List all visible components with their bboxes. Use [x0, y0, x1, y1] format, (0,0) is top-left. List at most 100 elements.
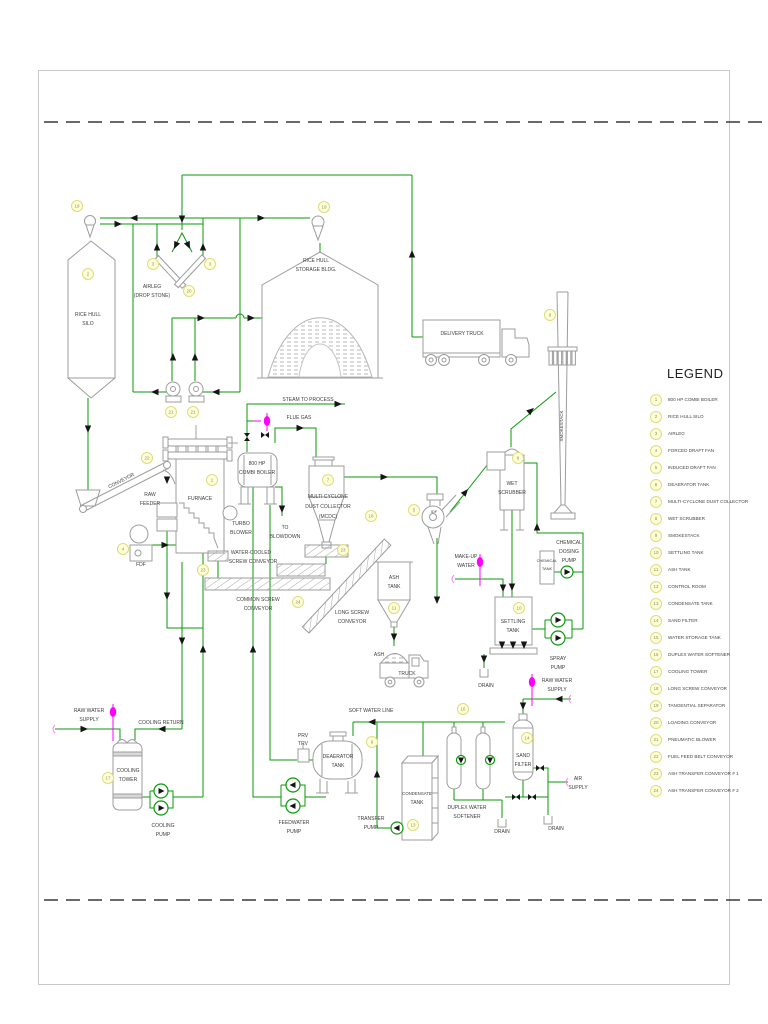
line-break-mark: [52, 724, 56, 734]
legend-item-label: ASH TRANSFER CONVEYOR # 2: [668, 788, 739, 793]
equipment-number-badge: 4: [117, 543, 129, 555]
long-screw-conveyor: [301, 538, 392, 634]
line-break-mark: [565, 777, 569, 787]
legend-item-number: 19: [650, 699, 662, 712]
legend-item-label: WET SCRUBBER: [668, 516, 705, 521]
svg-text:11: 11: [392, 606, 397, 611]
diagram-label: DEAERATOR: [323, 754, 354, 760]
svg-text:18: 18: [368, 514, 374, 519]
diagram-label: FDF: [136, 562, 146, 568]
equipment-number-badge: 16: [457, 703, 469, 715]
equipment-number-badge: 2: [82, 268, 94, 280]
legend-item-number: 21: [650, 733, 662, 746]
diagram-label: CONVEYOR: [244, 606, 273, 612]
diagram-label: TANK: [507, 628, 521, 634]
diagram-label: TRV: [298, 741, 309, 747]
legend-item-number: 3: [650, 427, 662, 440]
diagram-label: SAND: [516, 753, 530, 759]
pump-icon: [550, 612, 566, 628]
legend-item-label: MULTI-CYCLONE DUST COLLECTOR: [668, 499, 749, 504]
diagram-label: COOLING RETURN: [138, 720, 184, 726]
diagram-label: RAW WATER: [74, 708, 105, 714]
pipe-crossover: [235, 313, 245, 319]
diagram-label: STORAGE BLDG.: [296, 267, 337, 273]
diagram-label: BLOWDOWN: [270, 534, 301, 540]
legend-item-label: AIRLEG: [668, 431, 685, 436]
legend-item-number: 22: [650, 750, 662, 763]
pipe-line: [166, 527, 203, 629]
diagram-label: (DROP STONE): [134, 293, 171, 299]
equipment-number-badge: 20: [183, 285, 195, 297]
diagram-label: DRAIN: [478, 683, 494, 689]
pipe-line: [376, 722, 392, 829]
sheet-border: [38, 70, 730, 985]
svg-text:20: 20: [186, 289, 192, 294]
legend-item-number: 17: [650, 665, 662, 678]
boiler-steam-drum: [237, 452, 278, 505]
svg-text:16: 16: [460, 707, 466, 712]
legend-title: LEGEND: [667, 366, 724, 381]
legend-item-number: 5: [650, 461, 662, 474]
pump-icon: [390, 821, 404, 835]
pipe-line: [274, 427, 317, 458]
pneumatic-blower-1: [165, 381, 182, 403]
equipment-number-badge: 23: [197, 564, 209, 576]
diagram-label: SUPPLY: [547, 687, 567, 693]
condensate-tank: [400, 754, 440, 842]
line-break-mark: [451, 574, 455, 584]
svg-text:13: 13: [410, 823, 416, 828]
diagram-label: DUST COLLECTOR: [305, 504, 351, 510]
common-screw-conveyor: [204, 577, 331, 591]
legend-item-number: 24: [650, 784, 662, 797]
diagram-label: LONG SCREW: [335, 610, 369, 616]
svg-text:19: 19: [321, 205, 327, 210]
legend-item-label: INDUCED DRAFT FAN: [668, 465, 716, 470]
gate-valve-icon: [512, 794, 520, 800]
diagram-label: DOSING: [559, 549, 579, 555]
pump-icon: [153, 783, 169, 799]
duplex-water-softener: [446, 726, 491, 790]
legend-item-label: SMOKESTACK: [668, 533, 700, 538]
gate-valve-icon: [261, 432, 269, 438]
diagram-label: SETTLING: [501, 619, 526, 625]
diagram-label: DELIVERY TRUCK: [440, 331, 484, 337]
supply-valve-icon: [109, 704, 117, 741]
legend-item-number: 16: [650, 648, 662, 661]
legend-item-number: 4: [650, 444, 662, 457]
diagram-label: SUPPLY: [568, 785, 588, 791]
diagram-label: FILTER: [515, 762, 532, 768]
legend-item-number: 23: [650, 767, 662, 780]
pump-icon: [455, 754, 467, 766]
screw-conveyors: [204, 538, 392, 634]
diagram-label: COMBI BOILER: [239, 470, 276, 476]
svg-text:7: 7: [327, 478, 330, 483]
equipment-number-badge: 6: [366, 736, 378, 748]
legend-item: 3 AIRLEG: [645, 425, 765, 442]
diagram-label: AIRLEG: [143, 284, 161, 290]
diagram-label: TANK: [411, 800, 425, 806]
cooling-tower: [112, 739, 143, 811]
equipment-number-badge: 18: [365, 510, 377, 522]
equipment-number-badge: 22: [141, 452, 153, 464]
equipment-number-badge: 10: [513, 602, 525, 614]
equipment-number-badge: 5: [408, 504, 420, 516]
legend-item-label: TANGENTIAL SEPARATOR: [668, 703, 726, 708]
diagram-label: MAKE-UP: [455, 554, 478, 560]
svg-text:23: 23: [340, 548, 346, 553]
supply-valve-icon: [528, 674, 536, 706]
equipment-number-badge: 14: [521, 732, 533, 744]
legend-item: 19 TANGENTIAL SEPARATOR: [645, 697, 765, 714]
rice-hull-storage-building: [257, 251, 383, 379]
legend-item-label: ASH TANK: [668, 567, 691, 572]
diagram-label: RICE HULL: [303, 258, 329, 264]
diagram-label: TANK: [332, 763, 346, 769]
